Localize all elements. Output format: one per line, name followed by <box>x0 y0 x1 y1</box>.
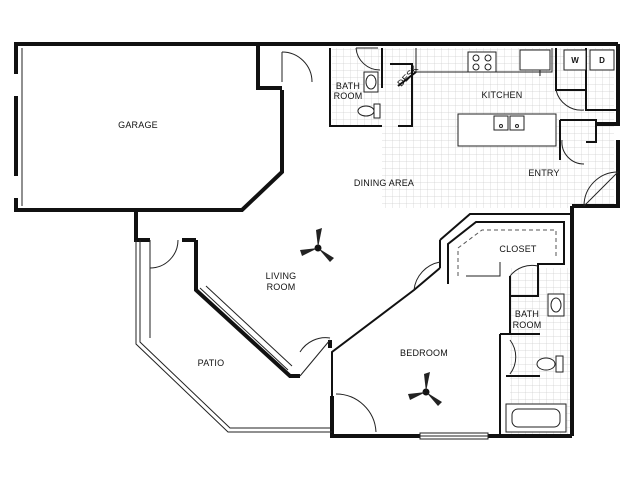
ceiling-fan-icon <box>408 372 442 406</box>
label-bath-room-2-line1: BATH <box>515 309 539 319</box>
door-swing-icon <box>413 261 441 291</box>
sink-icon <box>363 71 379 93</box>
fixtures <box>357 49 615 433</box>
door-swing-icon <box>561 139 585 165</box>
bedroom-window <box>419 432 489 440</box>
label-bath-room-2-line2: ROOM <box>513 320 542 330</box>
bathtub-icon <box>505 403 567 433</box>
door-swing-icon <box>335 393 377 433</box>
dryer-icon <box>589 49 615 71</box>
label-washer: W <box>571 56 579 65</box>
label-bedroom: BEDROOM <box>400 348 448 358</box>
sink-icon <box>547 293 565 317</box>
label-garage: GARAGE <box>118 120 158 130</box>
washer-icon <box>563 49 587 71</box>
label-living-room-line2: ROOM <box>267 282 296 292</box>
label-entry: ENTRY <box>528 168 559 178</box>
stove-icon <box>467 51 497 73</box>
door-swing-icon <box>281 51 313 83</box>
patio-outline <box>135 240 332 433</box>
toilet-icon <box>536 355 564 373</box>
door-swing-icon <box>299 337 331 377</box>
ceiling-fan-icon <box>300 228 334 262</box>
doors <box>149 47 619 433</box>
label-bath-room-1-line1: BATH <box>336 81 360 91</box>
appliance-labels: W D <box>571 56 605 65</box>
label-living-room-line1: LIVING <box>266 271 297 281</box>
label-kitchen: KITCHEN <box>482 90 523 100</box>
label-dryer: D <box>599 56 605 65</box>
label-dining-area: DINING AREA <box>354 178 414 188</box>
label-closet: CLOSET <box>499 244 537 254</box>
toilet-icon <box>357 103 381 119</box>
door-swing-icon <box>555 89 585 111</box>
sink-icon <box>493 115 525 131</box>
label-patio: PATIO <box>198 358 225 368</box>
door-swing-icon <box>355 47 381 71</box>
exterior-walls <box>14 42 620 438</box>
door-swing-icon <box>149 239 179 269</box>
label-bath-room-1-line2: ROOM <box>334 91 363 101</box>
door-swing-icon <box>583 171 619 207</box>
door-swing-icon <box>509 264 539 277</box>
door-swing-icon <box>509 339 517 375</box>
sliding-door <box>199 285 293 371</box>
